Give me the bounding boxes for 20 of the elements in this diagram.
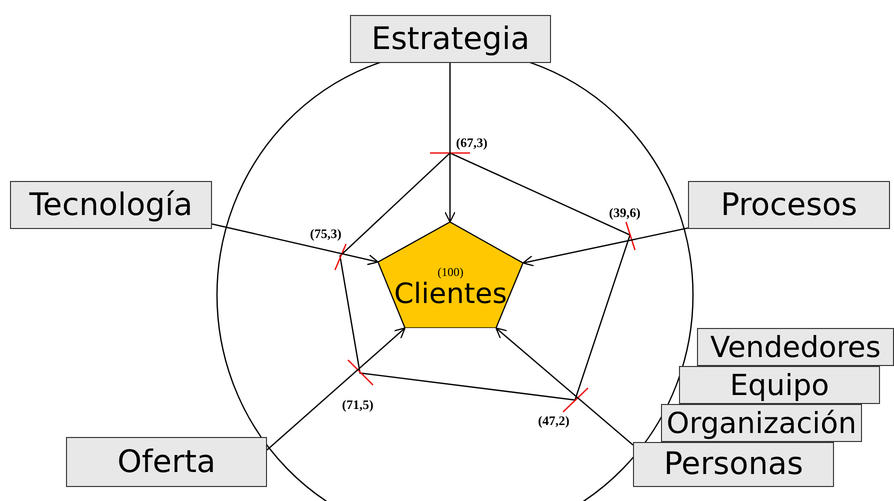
category-box: Estrategia: [350, 15, 551, 63]
score-label: (67,3): [456, 136, 488, 149]
arrow: [495, 327, 634, 446]
arrow: [212, 223, 379, 266]
arrow: [266, 327, 406, 450]
arrow: [522, 227, 688, 266]
category-box: Personas: [633, 442, 834, 487]
category-box: Procesos: [688, 181, 890, 229]
score-label: (100): [438, 266, 464, 278]
center-label: Clientes: [394, 280, 507, 308]
arrow: [444, 63, 456, 223]
category-box: Equipo: [679, 366, 880, 404]
score-label: (71,5): [342, 398, 374, 411]
category-box: Oferta: [66, 437, 267, 487]
category-box: Tecnología: [10, 181, 212, 229]
score-label: (75,3): [310, 227, 342, 240]
score-label: (39,6): [609, 206, 640, 219]
category-box: Vendedores: [697, 328, 894, 366]
category-box: Organización: [661, 404, 862, 442]
score-label: (47,2): [538, 414, 570, 427]
